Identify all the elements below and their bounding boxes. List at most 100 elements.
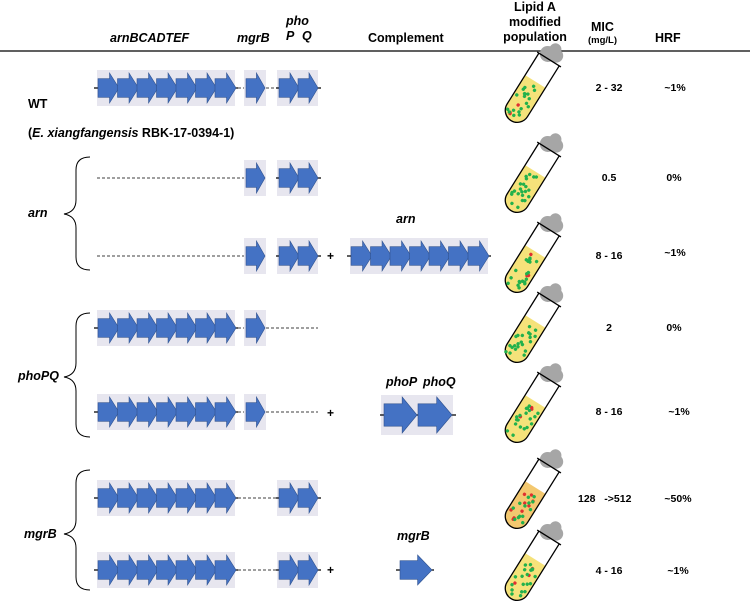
mic-value: 2 xyxy=(606,322,612,334)
green-bacteria-dot xyxy=(528,257,532,262)
arn-gene-arrow xyxy=(350,239,373,273)
green-bacteria-dot xyxy=(516,342,520,346)
green-bacteria-dot xyxy=(526,92,530,96)
arn-gene-arrow xyxy=(117,481,139,515)
red-bacteria-dot xyxy=(527,504,531,508)
arn-gene-arrow xyxy=(428,239,451,273)
green-bacteria-dot xyxy=(527,501,531,505)
arn-gene-arrow xyxy=(214,481,237,515)
tube-rim xyxy=(536,51,562,68)
plus-sign: + xyxy=(327,406,335,420)
arn-gene-arrow xyxy=(214,311,237,345)
arn-gene-arrow xyxy=(195,395,217,429)
tube-cap xyxy=(549,363,562,376)
green-bacteria-dot xyxy=(522,353,526,357)
green-bacteria-dot xyxy=(521,521,525,525)
arn-gene-arrow xyxy=(97,311,120,345)
green-bacteria-dot xyxy=(511,108,516,112)
green-bacteria-dot xyxy=(523,349,528,353)
green-bacteria-dot xyxy=(515,415,519,419)
green-bacteria-dot xyxy=(528,260,532,264)
green-bacteria-dot xyxy=(506,281,510,286)
green-bacteria-dot xyxy=(519,107,523,111)
header-pho-p: P xyxy=(286,29,295,43)
green-bacteria-dot xyxy=(513,422,518,426)
tube-rim xyxy=(536,371,562,388)
arn-gene-arrow xyxy=(214,71,237,105)
phoq-gene-arrow xyxy=(417,396,453,434)
red-bacteria-dot xyxy=(522,492,527,497)
green-bacteria-dot xyxy=(526,105,530,109)
hrf-value: ~1% xyxy=(664,82,686,94)
arn-gene-arrow xyxy=(136,481,159,515)
arn-gene-arrow xyxy=(117,553,139,587)
green-bacteria-dot xyxy=(520,193,525,198)
header-mgrb-gene: mgrB xyxy=(237,31,270,45)
green-bacteria-dot xyxy=(520,333,525,338)
arn-gene-arrow xyxy=(136,553,159,587)
phop-gene-arrow xyxy=(278,481,300,515)
green-bacteria-dot xyxy=(513,347,518,351)
green-bacteria-dot xyxy=(512,344,517,348)
arn-gene-arrow xyxy=(195,311,217,345)
green-bacteria-dot xyxy=(511,506,515,510)
green-bacteria-dot xyxy=(518,187,523,191)
test-tube-icon xyxy=(504,521,564,601)
hrf-value: ~50% xyxy=(664,493,692,505)
mgrb-gene-arrow xyxy=(245,311,266,345)
green-bacteria-dot xyxy=(523,504,527,508)
green-bacteria-dot xyxy=(521,182,526,186)
green-bacteria-dot xyxy=(516,333,520,338)
tube-outline xyxy=(504,52,560,123)
arn-gene-arrow xyxy=(195,481,217,515)
red-bacteria-dot xyxy=(516,103,520,107)
header-lipid-a: Lipid A xyxy=(514,0,556,14)
tube-outline xyxy=(504,222,560,293)
arn-gene-arrow xyxy=(175,553,198,587)
green-bacteria-dot xyxy=(518,501,522,505)
header-hrf: HRF xyxy=(655,31,681,45)
tube-rim xyxy=(536,141,562,158)
green-bacteria-dot xyxy=(533,328,538,332)
green-bacteria-dot xyxy=(515,93,519,97)
complement-label-phop: phoP xyxy=(386,375,418,389)
header-mic: MIC xyxy=(591,20,614,34)
arn-gene-arrow xyxy=(389,239,412,273)
green-bacteria-dot xyxy=(513,575,518,579)
tube-outline xyxy=(504,458,560,529)
test-tube-icon xyxy=(504,133,564,213)
phop-gene-arrow xyxy=(383,396,418,434)
arn-gene-arrow xyxy=(97,395,120,429)
green-bacteria-dot xyxy=(525,582,529,586)
hrf-value: ~1% xyxy=(667,565,689,577)
arn-gene-arrow xyxy=(467,239,490,273)
green-bacteria-dot xyxy=(518,413,522,418)
green-bacteria-dot xyxy=(528,507,533,512)
arn-gene-arrow xyxy=(97,481,120,515)
green-bacteria-dot xyxy=(533,574,537,579)
arn-gene-arrow xyxy=(175,481,198,515)
arn-gene-arrow xyxy=(97,553,120,587)
arn-gene-arrow xyxy=(117,311,139,345)
tube-cap xyxy=(549,43,562,56)
tube-cap xyxy=(549,133,562,146)
green-bacteria-dot xyxy=(533,334,537,339)
phop-gene-arrow xyxy=(278,239,300,273)
arn-gene-arrow xyxy=(195,71,217,105)
arn-gene-arrow xyxy=(214,553,237,587)
green-bacteria-dot xyxy=(516,418,520,422)
green-bacteria-dot xyxy=(510,583,514,587)
green-bacteria-dot xyxy=(520,279,525,283)
tube-liquid xyxy=(505,245,546,293)
green-bacteria-dot xyxy=(526,270,531,275)
red-bacteria-dot xyxy=(529,252,533,257)
green-bacteria-dot xyxy=(510,190,514,195)
green-bacteria-dot xyxy=(528,582,533,586)
green-bacteria-dot xyxy=(533,415,537,419)
green-bacteria-dot xyxy=(527,194,531,199)
green-bacteria-dot xyxy=(527,97,531,101)
hrf-value: 0% xyxy=(666,322,682,334)
green-bacteria-dot xyxy=(520,342,525,347)
green-bacteria-dot xyxy=(523,589,527,594)
